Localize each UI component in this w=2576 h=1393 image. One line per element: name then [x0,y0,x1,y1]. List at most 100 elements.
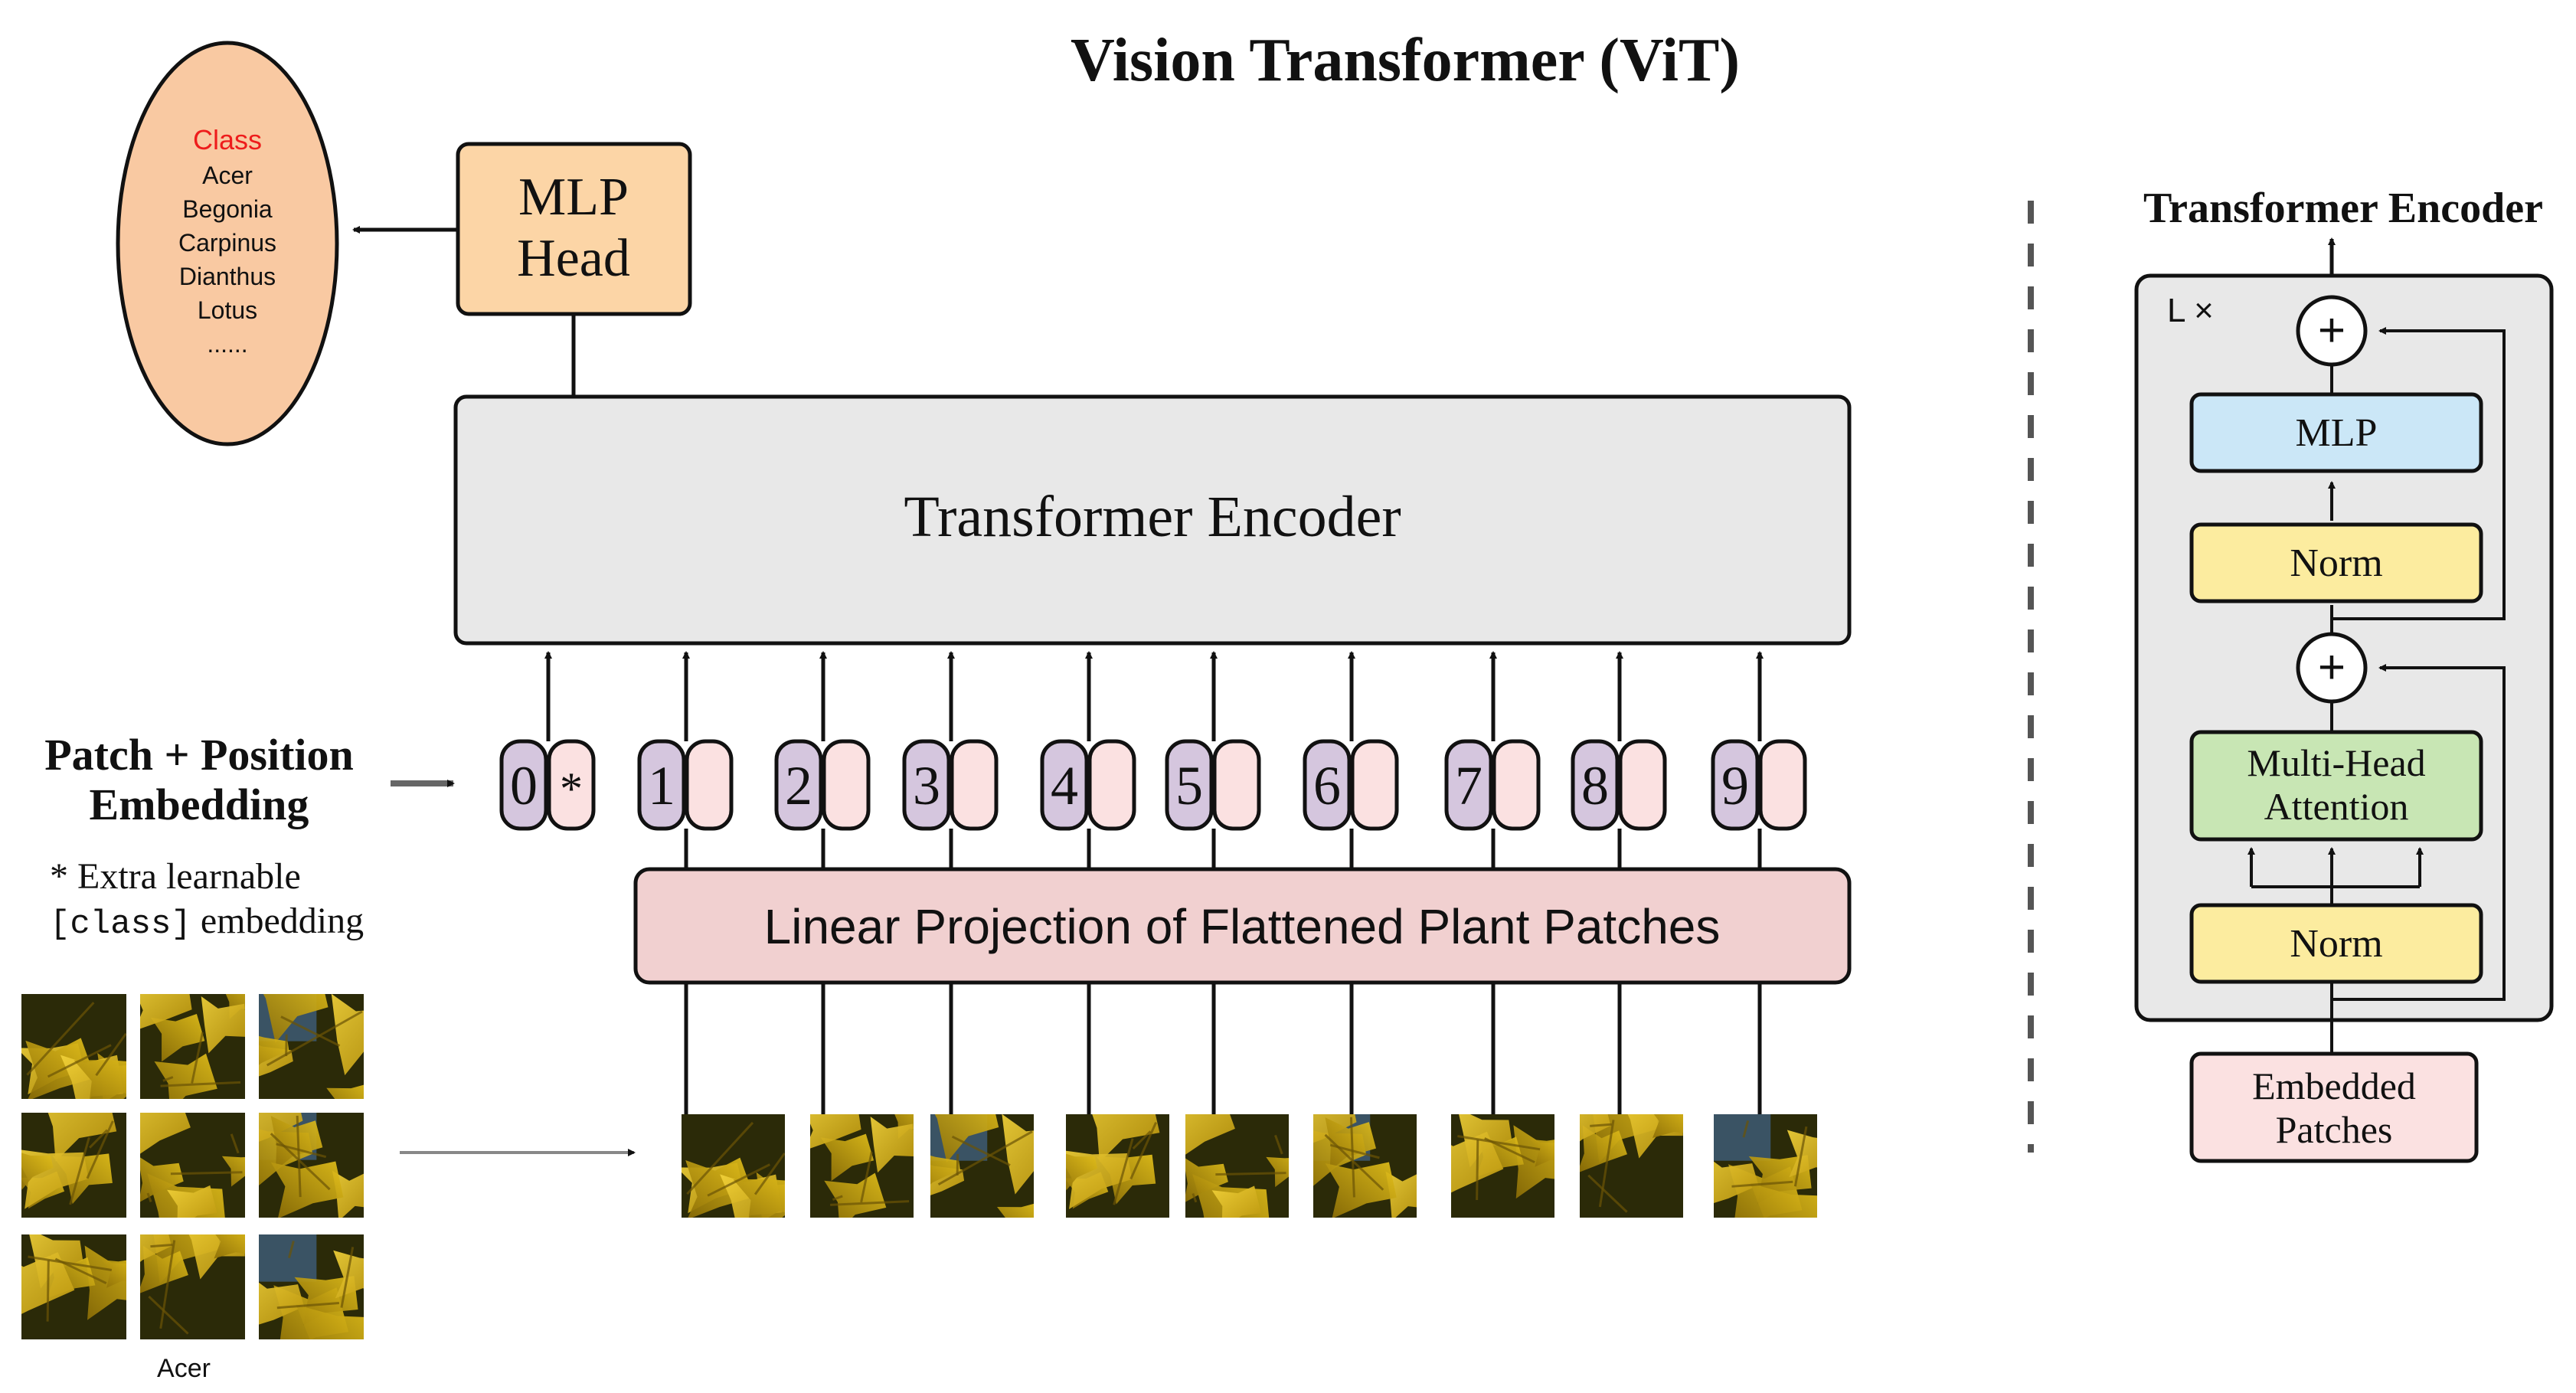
token: 5 [1165,651,1261,869]
image-patch [1451,1114,1554,1218]
image-patch [140,994,245,1099]
class-item: ...... [207,330,247,358]
patch-embedding [950,739,999,831]
patch-embedding [1618,739,1667,831]
image-patch [259,1113,364,1218]
class-item: Begonia [182,195,273,223]
token: 9 [1711,651,1807,869]
position-index: 2 [785,755,812,816]
class-item: Carpinus [178,229,276,257]
position-index: 8 [1581,755,1609,816]
class-ellipse [116,41,339,446]
attention-block [2189,730,2483,842]
repeat-label: L × [2167,292,2214,329]
position-index: 3 [913,755,940,816]
norm-block-label: Norm [2290,541,2382,585]
image-patch [21,1234,126,1339]
position-embedding [1711,739,1760,831]
patch-embedding [1350,739,1399,831]
image-patch [140,1234,245,1339]
flattened-patch [930,1114,1034,1218]
source-patch [21,1113,126,1218]
source-patch [21,1234,126,1339]
token: 6 [1303,651,1399,869]
patch-embedding [547,739,596,831]
linear-projection: Linear Projection of Flattened Plant Pat… [633,867,1852,985]
position-embedding [774,739,823,831]
position-index: 9 [1721,755,1749,816]
token: 8 [1571,651,1667,869]
image-patch [1066,1114,1169,1218]
linear-projection-box [633,867,1852,985]
class-header: Class [193,124,262,155]
token: 0* [499,651,596,831]
add-symbol: + [2318,304,2346,357]
source-patch [259,1113,364,1218]
class-output: Class Acer Begonia Carpinus Dianthus Lot… [116,41,339,446]
mlp-block-label: MLP [2296,411,2378,455]
position-embedding [1571,739,1620,831]
norm-block-label: Norm [2290,922,2382,966]
patch-embedding [822,739,871,831]
encoder-detail-title: Transformer Encoder [2143,185,2543,232]
source-patch [259,1234,364,1339]
residual-connection [2332,664,2506,1001]
mlp-head: MLP Head [456,142,692,316]
flattened-patch [810,1114,914,1218]
position-embedding [637,739,686,831]
add-node [2296,295,2368,367]
diagram-title: Vision Transformer (ViT) [1071,27,1740,94]
mlp-block [2189,392,2483,473]
position-embedding [499,739,548,831]
image-patch [810,1114,914,1218]
transformer-encoder: Transformer Encoder [453,394,1852,646]
class-item: Acer [202,162,253,189]
patch-embedding [1492,739,1541,831]
position-embedding [1165,739,1214,831]
norm-block [2189,903,2483,984]
source-patch [21,994,126,1099]
position-embedding [902,739,951,831]
position-embedding [1303,739,1352,831]
embedded-patches-label: Patches [2276,1108,2393,1151]
image-patch [259,1234,364,1339]
image-patch [930,1114,1034,1218]
attention-block-label: Multi-Head [2247,741,2425,784]
image-patch [21,994,126,1099]
position-index: 7 [1455,755,1483,816]
embedding-marker: * [560,764,583,814]
norm-block [2189,522,2483,603]
source-image-label: Acer [157,1354,211,1383]
image-patch [140,1113,245,1218]
patch-embedding [1212,739,1261,831]
mlp-head-label: MLP [518,168,629,227]
image-patch [1185,1114,1289,1218]
flattened-patch [1714,1114,1817,1218]
residual-connection [2332,327,2506,620]
transformer-encoder-box [453,394,1852,646]
source-patch [140,994,245,1099]
add-symbol: + [2318,641,2346,694]
flattened-patch [1580,1114,1683,1218]
token: 3 [902,651,999,869]
transformer-encoder-label: Transformer Encoder [904,485,1401,549]
embedding-label: Patch + Position [44,730,354,780]
position-embedding [1444,739,1493,831]
position-index: 6 [1313,755,1341,816]
token: 1 [637,651,734,869]
flattened-patch [1451,1114,1554,1218]
extra-note-line2: [class] embedding [50,901,364,943]
embedded-patches-label: Embedded [2252,1064,2416,1107]
attention-block-label: Attention [2264,785,2409,828]
flattened-patch [1313,1114,1417,1218]
class-code: [class] [50,905,191,943]
token: 4 [1040,651,1136,869]
patch-row [682,983,1817,1218]
add-node [2296,632,2368,704]
class-item: Lotus [198,296,257,324]
flattened-patch [1185,1114,1289,1218]
position-index: 4 [1051,755,1078,816]
position-index: 5 [1175,755,1203,816]
mlp-head-label: Head [517,229,630,288]
